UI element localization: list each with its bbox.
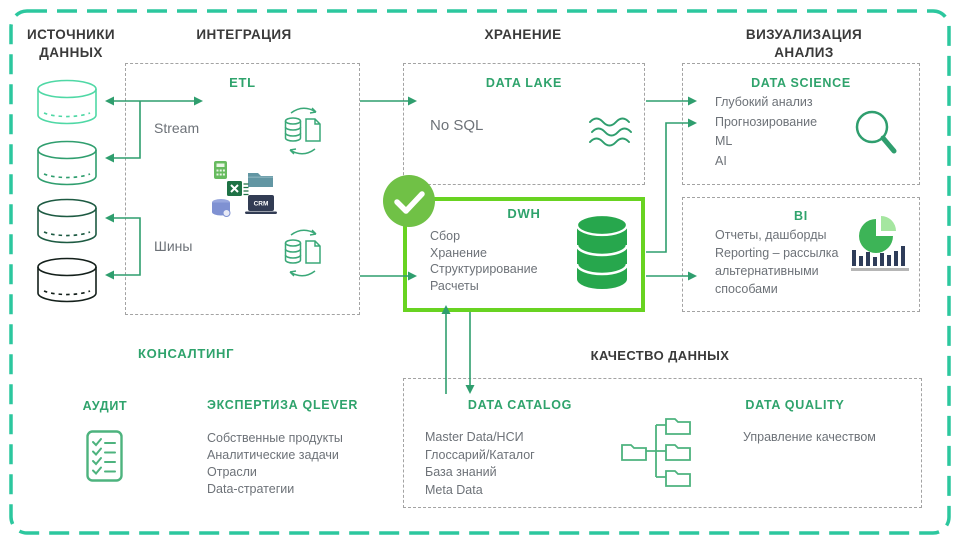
consulting-header: КОНСАЛТИНГ [138,346,235,361]
data-quality-section-header: КАЧЕСТВО ДАННЫХ [590,348,730,363]
sources-header: ИСТОЧНИКИ ДАННЫХ [18,26,124,62]
list-item: Хранение [430,245,487,260]
integration-header: ИНТЕГРАЦИЯ [196,27,292,42]
list-item: ML [715,134,733,148]
crm-label: CRM [254,201,269,208]
magnifier-icon [855,110,897,154]
data-lake-title: DATA LAKE [485,76,563,90]
list-item: Расчеты [430,278,479,293]
list-item: Master Data/НСИ [425,430,524,444]
bi-list: Отчеты, дашборды Reporting – рассылка ал… [715,226,838,298]
list-item: Reporting – рассылка [715,246,839,260]
data-science-title: DATA SCIENCE [751,76,851,90]
database-cylinder-icon [37,79,97,125]
bus-label: Шины [154,238,193,254]
storage-header: ХРАНЕНИЕ [484,27,562,42]
folder-icon [248,173,273,187]
list-item: Глубокий анализ [715,95,813,109]
source-database-icons [37,79,97,303]
list-item: Сбор [430,229,461,243]
expertise-list: Собственные продукты Аналитические задач… [207,430,343,498]
visualization-header-line1: ВИЗУАЛИЗАЦИЯ [745,27,863,42]
check-circle-icon [383,175,435,227]
data-catalog-title: DATA CATALOG [467,398,573,412]
green-database-icon [575,213,629,289]
checkmark-icon [394,191,425,214]
data-quality-title: DATA QUALITY [745,398,845,412]
database-cylinder-icon [37,257,97,303]
stream-label: Stream [154,120,200,136]
database-icon [212,199,231,217]
database-cylinder-icon [37,140,97,186]
excel-icon [227,181,249,196]
list-item: Структурирование [430,262,538,276]
audit-title: АУДИТ [82,399,128,413]
list-item: Глоссарий/Каталог [425,447,535,462]
db-document-sync-icon [284,107,321,155]
expertise-title: ЭКСПЕРТИЗА QLEVER [207,398,359,412]
data-catalog-list: Master Data/НСИ Глоссарий/Каталог База з… [425,429,535,499]
list-item: Собственные продукты [207,431,343,445]
sources-header-line1: ИСТОЧНИКИ [26,27,115,42]
list-item: Meta Data [425,482,483,497]
list-item: Прогнозирование [715,114,818,129]
sources-header-line2: ДАННЫХ [39,45,103,60]
pie-bar-chart-icon [851,216,909,271]
folder-tree-icon [621,418,691,487]
db-document-sync-icon [284,229,321,277]
data-science-list: Глубокий анализ Прогнозирование ML AI [715,93,817,171]
database-cylinder-icon [37,198,97,244]
checklist-icon [86,430,123,482]
etl-title: ETL [229,75,256,90]
visualization-header-line2: АНАЛИЗ [774,45,834,60]
list-item: Отчеты, дашборды [715,228,827,242]
list-item: Отрасли [207,465,257,479]
source-systems-icons: CRM [212,161,277,217]
list-item: способами [715,282,778,296]
list-item: База знаний [425,465,497,479]
data-quality-item: Управление качеством [743,430,876,444]
calculator-icon [214,161,227,179]
visualization-header: ВИЗУАЛИЗАЦИЯ АНАЛИЗ [744,26,864,62]
waves-icon [589,117,632,147]
dwh-list: Сбор Хранение Структурирование Расчеты [430,228,538,294]
crm-laptop-icon: CRM [245,195,277,214]
list-item: альтернативными [715,264,819,278]
list-item: Аналитические задачи [207,448,339,462]
list-item: Data-стратегии [207,482,295,496]
data-lake-item: No SQL [430,117,484,134]
list-item: AI [715,153,727,168]
